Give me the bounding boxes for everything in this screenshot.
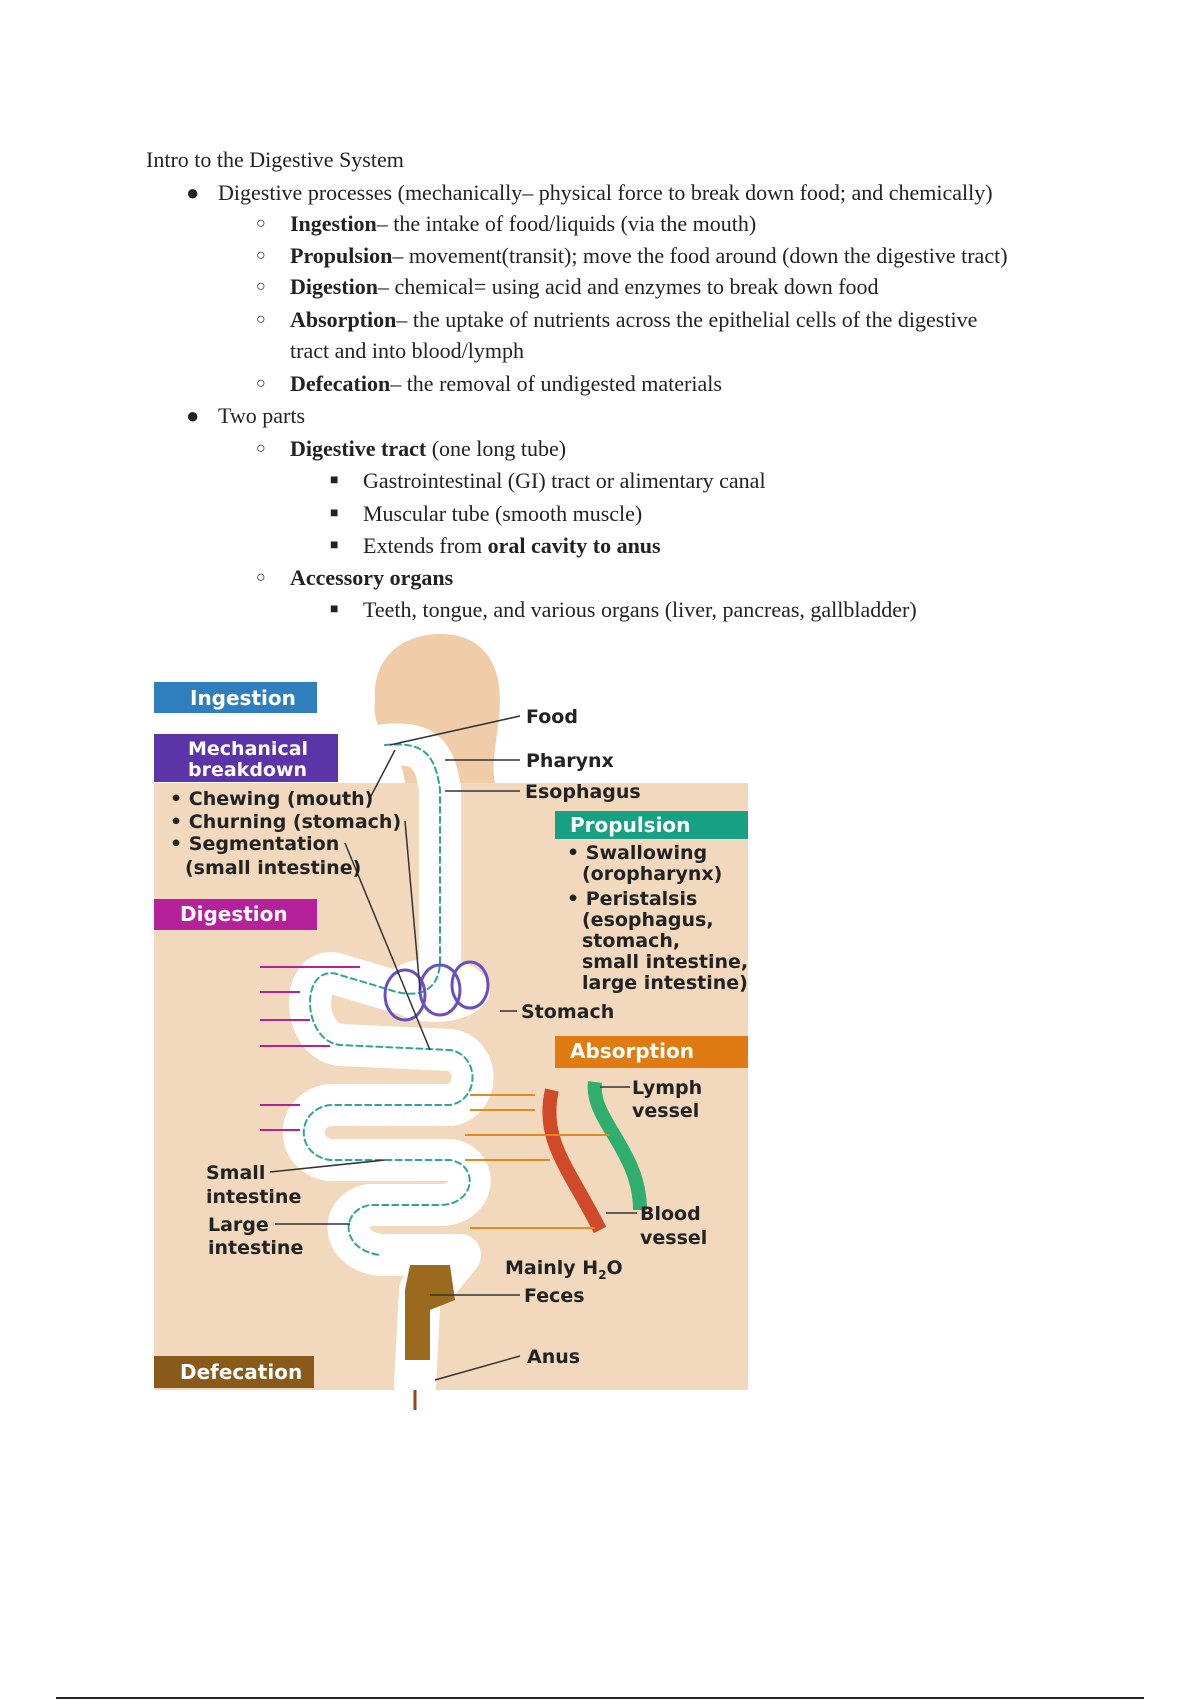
prop-item: (oropharynx) [582,863,722,885]
prop-item: large intestine) [582,972,748,994]
square-bullet-icon: ■ [330,506,339,521]
h2o-label: Mainly H2O [505,1257,623,1282]
lymph-vessel [587,1081,647,1211]
list-item: Ingestion– the intake of food/liquids (v… [290,211,757,236]
ingestion-box [154,682,317,713]
esophagus-label: Esophagus [525,781,641,803]
prop-item: • Peristalsis [567,888,697,910]
doc-title: Intro to the Digestive System [146,147,404,172]
circle-bullet-icon: ○ [256,247,266,264]
circle-bullet-icon: ○ [256,569,266,586]
bullet-text: Two parts [218,403,306,428]
circle-bullet-icon: ○ [256,375,266,392]
bullet-icon: ● [186,403,200,428]
circle-bullet-icon: ○ [256,311,266,328]
stomach-label: Stomach [521,1001,614,1023]
bullet-text: Digestive processes (mechanically– physi… [218,180,993,205]
small-intestine-label: intestine [206,1186,301,1208]
prop-item: (esophagus, [582,909,714,931]
mechanical-label: Mechanical [188,738,308,760]
mech-item: • Chewing (mouth) [170,788,373,810]
footer-divider [56,1697,1144,1699]
breakdown-label: breakdown [188,759,307,781]
absorption-box [555,1036,748,1068]
lymph-label: vessel [632,1100,699,1122]
list-item: Digestive tract (one long tube) [290,436,567,461]
square-bullet-icon: ■ [330,473,339,488]
digestion-arrows [260,966,360,1131]
lymph-label: Lymph [632,1077,702,1099]
bullet-icon: ● [186,180,200,205]
mech-item: (small intestine) [185,857,361,879]
sub-item: Teeth, tongue, and various organs (liver… [363,597,917,622]
defecation-label: Defecation [180,1360,302,1384]
absorption-label: Absorption [570,1039,694,1063]
sub-item: Gastrointestinal (GI) tract or alimentar… [363,468,766,493]
propulsion-label: Propulsion [570,813,690,837]
ingestion-label: Ingestion [190,686,296,710]
blood-vessel [542,1088,607,1234]
list-item: Propulsion– movement(transit); move the … [290,243,1008,268]
circle-bullet-icon: ○ [256,440,266,457]
circle-bullet-icon: ○ [256,215,266,232]
feces-label: Feces [524,1285,585,1307]
square-bullet-icon: ■ [330,538,339,553]
digestion-box [154,899,317,930]
absorption-arrows [465,1094,610,1229]
list-item-continuation: tract and into blood/lymph [290,338,525,363]
propulsion-box [555,811,748,839]
small-intestine-label: Small [206,1162,265,1184]
prop-item: small intestine, [582,951,748,973]
list-item: Accessory organs [290,565,454,590]
large-intestine-label: Large [208,1214,269,1236]
square-bullet-icon: ■ [330,602,339,617]
anus-label: Anus [527,1346,580,1368]
mech-item: • Segmentation [170,833,339,855]
large-intestine-label: intestine [208,1237,303,1259]
defecation-box [154,1356,314,1388]
food-label: Food [526,706,578,728]
circle-bullet-icon: ○ [256,278,266,295]
prop-item: stomach, [582,930,680,952]
blood-label: vessel [640,1227,707,1249]
list-item: Digestion– chemical= using acid and enzy… [290,274,879,299]
list-item: Absorption– the uptake of nutrients acro… [290,307,978,332]
digestion-label: Digestion [180,902,288,926]
sub-item: Extends from oral cavity to anus [363,533,661,558]
mech-item: • Churning (stomach) [170,811,401,833]
list-item: Defecation– the removal of undigested ma… [290,371,722,396]
leader-lines [269,715,637,1381]
prop-item: • Swallowing [567,842,707,864]
sub-item: Muscular tube (smooth muscle) [363,501,643,526]
pharynx-label: Pharynx [526,750,614,772]
mechanical-breakdown-box [154,734,338,782]
blood-label: Blood [640,1203,701,1225]
digestive-tract [282,723,494,1406]
